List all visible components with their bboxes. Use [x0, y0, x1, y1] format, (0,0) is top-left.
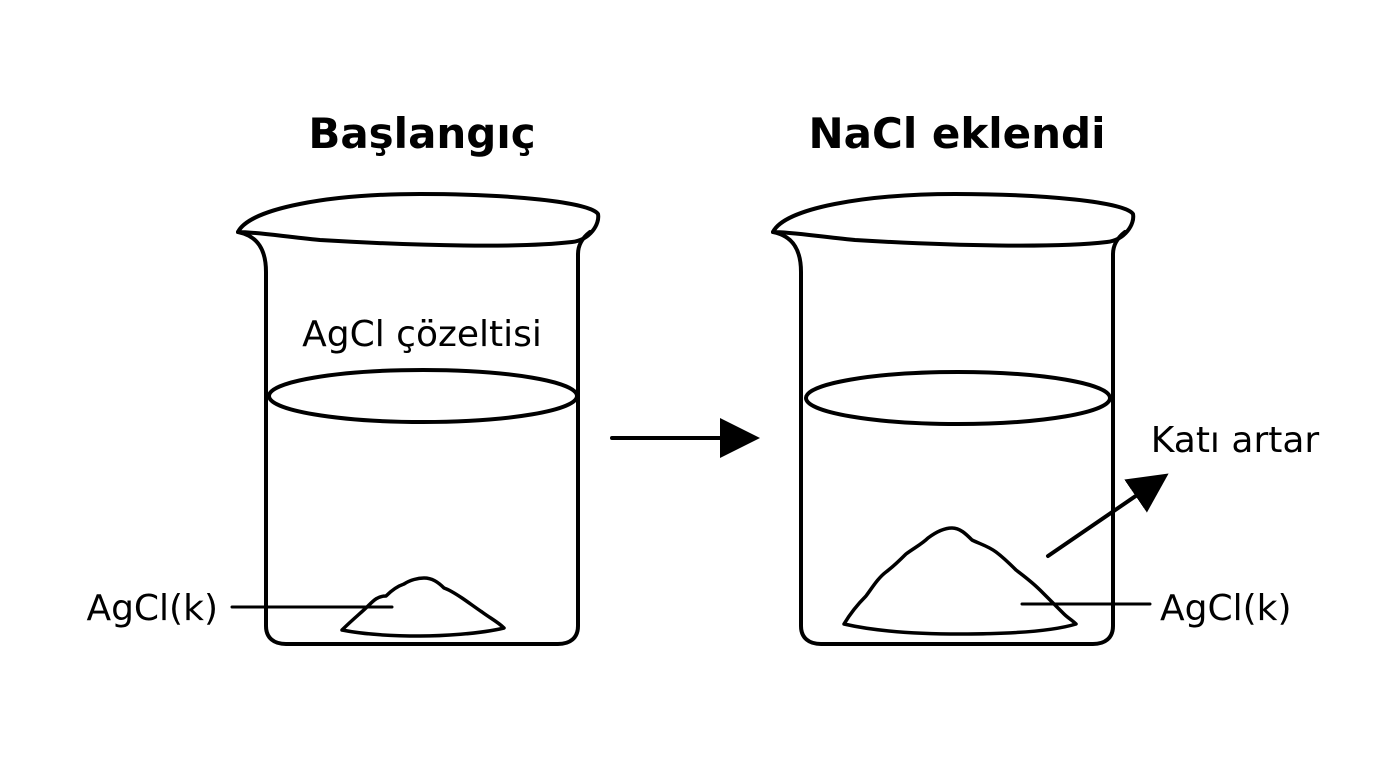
left-beaker [236, 192, 601, 646]
right-beaker-rim [771, 192, 1136, 248]
right-beaker-body [771, 230, 1127, 646]
right-annotation: Katı artar [1151, 420, 1320, 461]
right-beaker [771, 192, 1136, 646]
right-panel: NaCl eklendi AgCl(k) Katı artar [771, 109, 1320, 646]
left-panel: Başlangıç AgCl çözeltisi AgCl(k) [86, 109, 601, 646]
left-solid-pile [340, 576, 506, 638]
increase-arrow [1046, 473, 1169, 558]
right-liquid-surface [804, 370, 1112, 426]
left-solid-label: AgCl(k) [86, 588, 218, 629]
right-solid-pile [842, 526, 1078, 636]
left-liquid-surface [267, 368, 579, 424]
left-beaker-body [236, 230, 592, 646]
right-solid-label: AgCl(k) [1160, 588, 1292, 629]
left-panel-title: Başlangıç [308, 109, 535, 158]
left-beaker-rim [236, 192, 601, 248]
right-panel-title: NaCl eklendi [809, 109, 1106, 158]
left-solution-label: AgCl çözeltisi [302, 314, 542, 355]
